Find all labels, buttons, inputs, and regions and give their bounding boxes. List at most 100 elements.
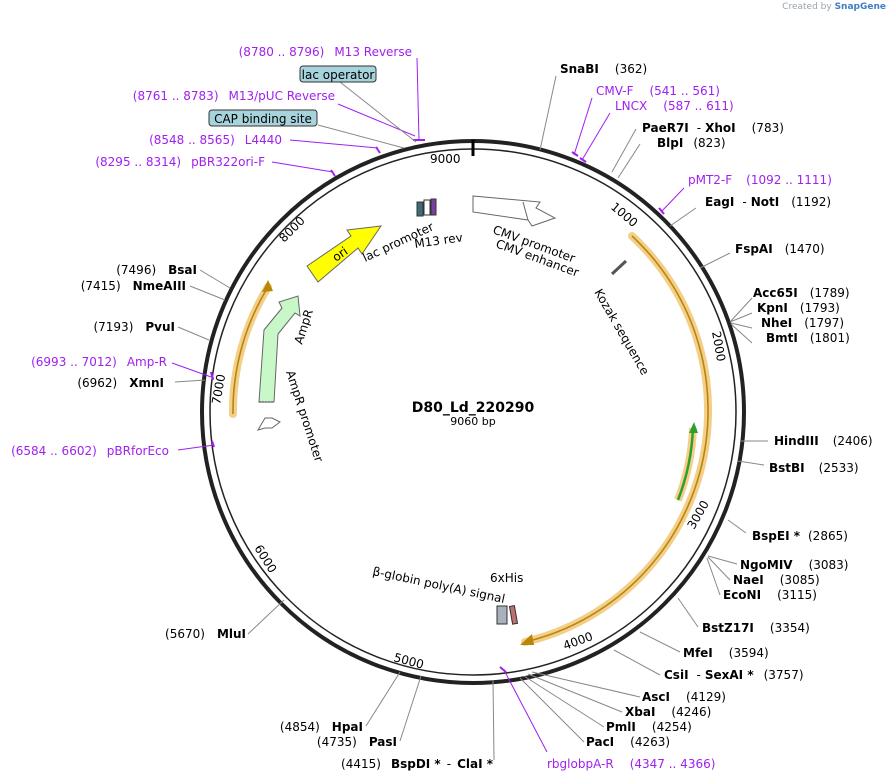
site-position: (1801) [810, 331, 850, 345]
primer-range: (8548 .. 8565) [149, 133, 235, 147]
site-name: SnaBI [560, 62, 599, 76]
site-position: (3083) [809, 558, 849, 572]
site-position: (4735) [317, 735, 357, 749]
cap-binding-site-box [208, 109, 318, 127]
tick-label-2000: 2000 [709, 330, 728, 363]
tick-label-4000: 4000 [561, 629, 594, 653]
tick-label-7000: 7000 [209, 373, 228, 406]
site-name-2: XhoI [705, 121, 736, 135]
ori-feature [306, 225, 383, 283]
primer-range: (1092 .. 1111) [746, 173, 832, 187]
site-snabi: SnaBI (362) [560, 62, 647, 76]
main-orf-arrow [524, 235, 709, 643]
site-kpni: KpnI(1793) [757, 301, 840, 315]
site-asci: AscI(4129) [642, 690, 726, 704]
primer-amp-r: (6993 .. 7012) Amp-R [31, 355, 167, 369]
site-name: MfeI [683, 646, 713, 660]
site-name: PasI [369, 735, 397, 749]
restriction-site-labels: SnaBI (362) PaeR7I-XhoI(783) BlpI (823) Ea… [77, 62, 872, 771]
site-name: BstZ17I [702, 621, 754, 635]
site-position: (1793) [800, 301, 840, 315]
site-acc65i: Acc65I(1789) [753, 286, 850, 300]
site-position: (1192) [791, 195, 831, 209]
snapgene-logo: SnapGene [834, 2, 886, 12]
site-name-2: ClaI * [457, 757, 494, 771]
site-name: EagI [705, 195, 734, 209]
site-name: BspDI * [391, 757, 441, 771]
lac-operator-box [299, 65, 377, 83]
primer-range: (8780 .. 8796) [239, 45, 325, 59]
site-sep: - [697, 121, 701, 135]
site-sep: - [697, 668, 701, 682]
ampr-feature [258, 295, 301, 403]
site-position: (2865) [808, 529, 848, 543]
amp-orf-arrowhead [262, 280, 273, 292]
site-position: (5670) [165, 627, 205, 641]
site-paci: PacI(4263) [586, 735, 670, 749]
site-name: BmtI [766, 331, 798, 345]
site-ngomiv: NgoMIV (3083) [740, 558, 848, 572]
site-name: MluI [217, 627, 246, 641]
site-bspdi-clai: (4415)BspDI *-ClaI * [341, 757, 494, 771]
site-sep: - [742, 195, 746, 209]
primer-name: M13/pUC Reverse [229, 89, 336, 103]
site-fspai: FspAI(1470) [735, 242, 825, 256]
site-name: PmlI [606, 720, 636, 734]
primer-name: pBR322ori-F [191, 155, 265, 169]
site-position: (1789) [810, 286, 850, 300]
site-position: (4263) [630, 735, 670, 749]
primer-name: Amp-R [127, 355, 167, 369]
cap-binding-site-label: CAP binding site [214, 112, 312, 126]
site-xmni: (6962)XmnI [77, 376, 164, 390]
primer-pbrforeco: (6584 .. 6602)pBRforEco [11, 444, 169, 458]
site-position: (362) [615, 62, 647, 76]
lac-promoter-marker [416, 201, 424, 217]
site-name: XbaI [625, 705, 655, 719]
site-position: (4415) [341, 757, 381, 771]
site-position: (823) [693, 136, 725, 150]
site-name: HpaI [332, 720, 363, 734]
primer-labels: (8780 .. 8796)M13 Reverse (8761 .. 8783)… [11, 45, 832, 771]
site-pmli: PmlI(4254) [606, 720, 692, 734]
site-mfei: MfeI (3594) [683, 646, 769, 660]
kozak-label: Kozak sequence [591, 287, 652, 378]
site-name: NgoMIV [740, 558, 793, 572]
primer-lncx: LNCX(587 .. 611) [615, 99, 734, 113]
lac-operator-marker [423, 199, 431, 216]
primer-range: (8295 .. 8314) [95, 155, 181, 169]
primer-name: CMV-F [596, 84, 634, 98]
lac-operator-label: lac operator [302, 68, 375, 82]
site-name: BlpI [657, 136, 683, 150]
polya-label: β-globin poly(A) signal [371, 564, 506, 606]
site-name: NheI [761, 316, 792, 330]
primer-range: (4347 .. 4366) [630, 757, 716, 771]
site-bstbi: BstBI(2533) [769, 461, 859, 475]
his-tag-marker [508, 605, 519, 625]
boxed-feature-leaders [317, 81, 417, 149]
green-orf-arrowhead [689, 422, 698, 433]
site-position: (3594) [729, 646, 769, 660]
primer-l4440: (8548 .. 8565)L4440 [149, 133, 282, 147]
cmv-divider [522, 201, 529, 221]
site-bmti: BmtI (1801) [766, 331, 850, 345]
site-econi: EcoNI (3115) [723, 588, 817, 602]
primer-range: (6993 .. 7012) [31, 355, 117, 369]
site-position: (6962) [77, 376, 117, 390]
primer-pmt2-f: pMT2-F(1092 .. 1111) [688, 173, 832, 187]
site-position: (4854) [280, 720, 320, 734]
site-hindiii: HindIII(2406) [774, 434, 873, 448]
main-orf-arrowhead [520, 634, 534, 645]
primer-m13-puc-reverse: (8761 .. 8783)M13/pUC Reverse [133, 89, 335, 103]
site-name: PvuI [145, 320, 175, 334]
site-name-2: SexAI * [705, 668, 754, 682]
site-name: EcoNI [723, 588, 761, 602]
plasmid-name: D80_Ld_220290 [412, 400, 535, 416]
site-nhei: NheI(1797) [761, 316, 844, 330]
site-naei: NaeI(3085) [733, 573, 820, 587]
site-position: (3115) [777, 588, 817, 602]
site-paer7i-xhoi: PaeR7I-XhoI(783) [642, 121, 784, 135]
site-name: BstBI [769, 461, 805, 475]
site-name: BsaI [168, 263, 197, 277]
site-position: (7415) [81, 279, 121, 293]
